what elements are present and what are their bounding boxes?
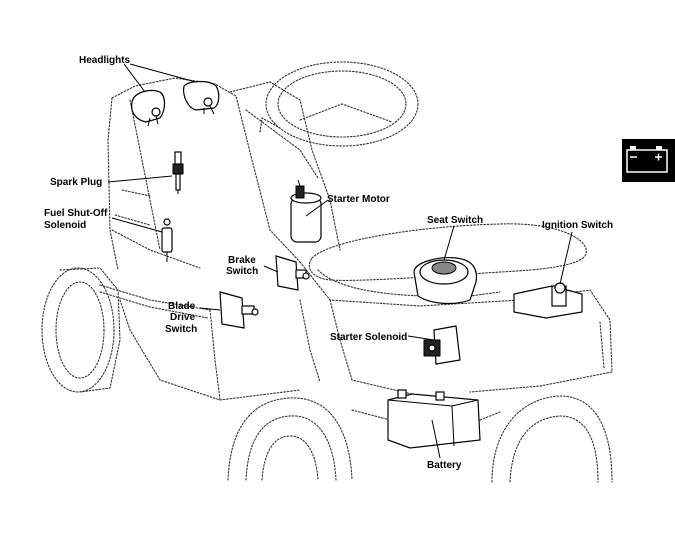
steering-wheel xyxy=(265,61,419,147)
rear-wheel-left xyxy=(227,397,353,481)
starter-solenoid xyxy=(423,325,461,365)
battery xyxy=(387,389,481,449)
fuel-shutoff-solenoid xyxy=(161,218,173,262)
headlight-left xyxy=(131,89,166,127)
front-wheel xyxy=(41,267,115,393)
label-ignition-switch: Ignition Switch xyxy=(542,220,613,231)
label-brake-switch-line2: Switch xyxy=(226,266,258,277)
label-starter-motor: Starter Motor xyxy=(327,194,390,205)
label-headlights: Headlights xyxy=(79,55,131,66)
battery-icon xyxy=(622,139,675,182)
label-blade-line3: Switch xyxy=(165,324,197,335)
label-battery: Battery xyxy=(427,460,462,471)
label-fuel-shutoff-line1: Fuel Shut-Off xyxy=(44,208,108,219)
label-blade-line1: Blade xyxy=(168,301,196,312)
leader-lines xyxy=(107,63,573,459)
blade-drive-switch xyxy=(219,291,259,329)
label-spark-plug: Spark Plug xyxy=(50,177,102,188)
tractor-outline xyxy=(41,61,613,483)
label-blade-line2: Drive xyxy=(170,312,195,323)
brake-switch xyxy=(275,255,310,291)
seat-switch xyxy=(413,257,478,305)
label-fuel-shutoff-line2: Solenoid xyxy=(44,220,86,231)
spark-plug xyxy=(172,151,184,194)
label-starter-solenoid: Starter Solenoid xyxy=(330,332,407,343)
starter-motor xyxy=(290,179,322,243)
label-seat-switch: Seat Switch xyxy=(427,215,483,226)
rear-wheel-right xyxy=(491,395,613,483)
headlight-right xyxy=(183,80,220,115)
label-brake-switch-line1: Brake xyxy=(228,255,256,266)
ignition-switch xyxy=(513,282,583,319)
